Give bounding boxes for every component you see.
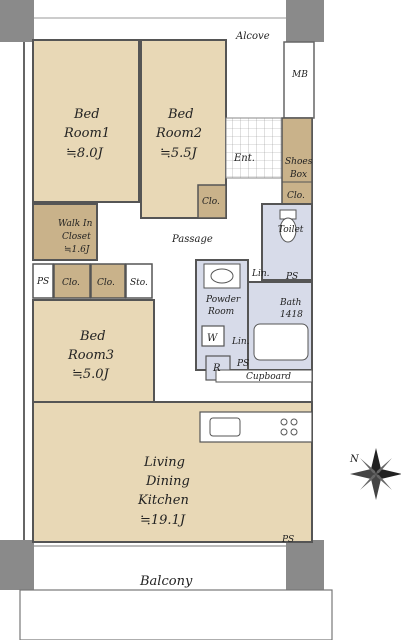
mb-box xyxy=(283,41,315,119)
ps-left xyxy=(32,263,54,299)
entrance-floor xyxy=(225,117,285,179)
label-lin-top: Lin. xyxy=(251,269,270,279)
label-ps-ldk: PS xyxy=(281,535,294,545)
closet-b xyxy=(90,263,126,299)
label-shoes: Shoes xyxy=(285,157,313,167)
label-w: W xyxy=(207,333,218,344)
storage xyxy=(125,263,153,299)
compass-icon xyxy=(350,448,401,500)
pillar-bottom-right xyxy=(286,540,324,590)
label-box: Box xyxy=(289,170,307,180)
cupboard xyxy=(215,369,313,383)
compass-label: N xyxy=(349,454,360,465)
label-passage: Passage xyxy=(171,234,213,245)
label-bed2-name2: Room2 xyxy=(155,126,202,141)
label-powder-1: Powder xyxy=(205,295,241,305)
label-clo-a: Clo. xyxy=(62,278,80,288)
label-alcove: Alcove xyxy=(235,31,270,42)
label-bath-2: 1418 xyxy=(280,310,303,320)
label-walkin-size: ≒1.6J xyxy=(64,245,91,255)
label-clo-bed2: Clo. xyxy=(202,197,220,207)
balcony xyxy=(19,589,333,640)
label-walkin-1: Walk In xyxy=(58,219,93,229)
label-mb: MB xyxy=(291,70,308,80)
label-clo-b: Clo. xyxy=(97,278,115,288)
label-bed3-size: ≒5.0J xyxy=(72,367,110,382)
pillar-top-right xyxy=(286,0,324,42)
label-ldk-size: ≒19.1J xyxy=(140,513,186,528)
pillar-bottom-left xyxy=(0,540,34,590)
closet-bed2 xyxy=(197,184,227,219)
kitchen-counter xyxy=(199,411,313,443)
label-bed3-name2: Room3 xyxy=(67,348,114,363)
label-bed2-size: ≒5.5J xyxy=(160,146,198,161)
label-toilet: Toilet xyxy=(278,225,304,235)
washer xyxy=(201,325,225,347)
label-bed1-name2: Room1 xyxy=(63,126,110,141)
bed-room-1 xyxy=(32,39,140,203)
label-lin-bottom: Lin. xyxy=(231,337,250,347)
bed-room-3 xyxy=(32,299,155,403)
label-bed1-name1: Bed xyxy=(73,107,100,122)
label-walkin-2: Closet xyxy=(62,232,91,242)
label-powder-2: Room xyxy=(207,307,234,317)
label-clo-shoes: Clo. xyxy=(287,191,305,201)
label-ps-toilet: PS xyxy=(285,272,298,282)
label-cupboard: Cupboard xyxy=(246,372,291,382)
label-bed2-name1: Bed xyxy=(167,107,194,122)
label-ps-small: PS xyxy=(236,359,249,369)
label-bed1-size: ≒8.0J xyxy=(66,146,104,161)
label-ldk-3: Kitchen xyxy=(137,493,189,508)
walk-in-closet xyxy=(32,203,98,261)
label-ldk-2: Dining xyxy=(145,474,190,489)
label-bed3-name1: Bed xyxy=(79,329,106,344)
label-balcony: Balcony xyxy=(139,574,193,589)
label-bath-1: Bath xyxy=(279,298,301,308)
label-sto: Sto. xyxy=(130,278,148,288)
pillar-top-left xyxy=(0,0,34,42)
label-ps-left: PS xyxy=(36,277,49,287)
label-entrance: Ent. xyxy=(233,153,255,164)
closet-a xyxy=(53,263,91,299)
label-r: R xyxy=(212,363,221,374)
label-ldk-1: Living xyxy=(143,455,185,470)
